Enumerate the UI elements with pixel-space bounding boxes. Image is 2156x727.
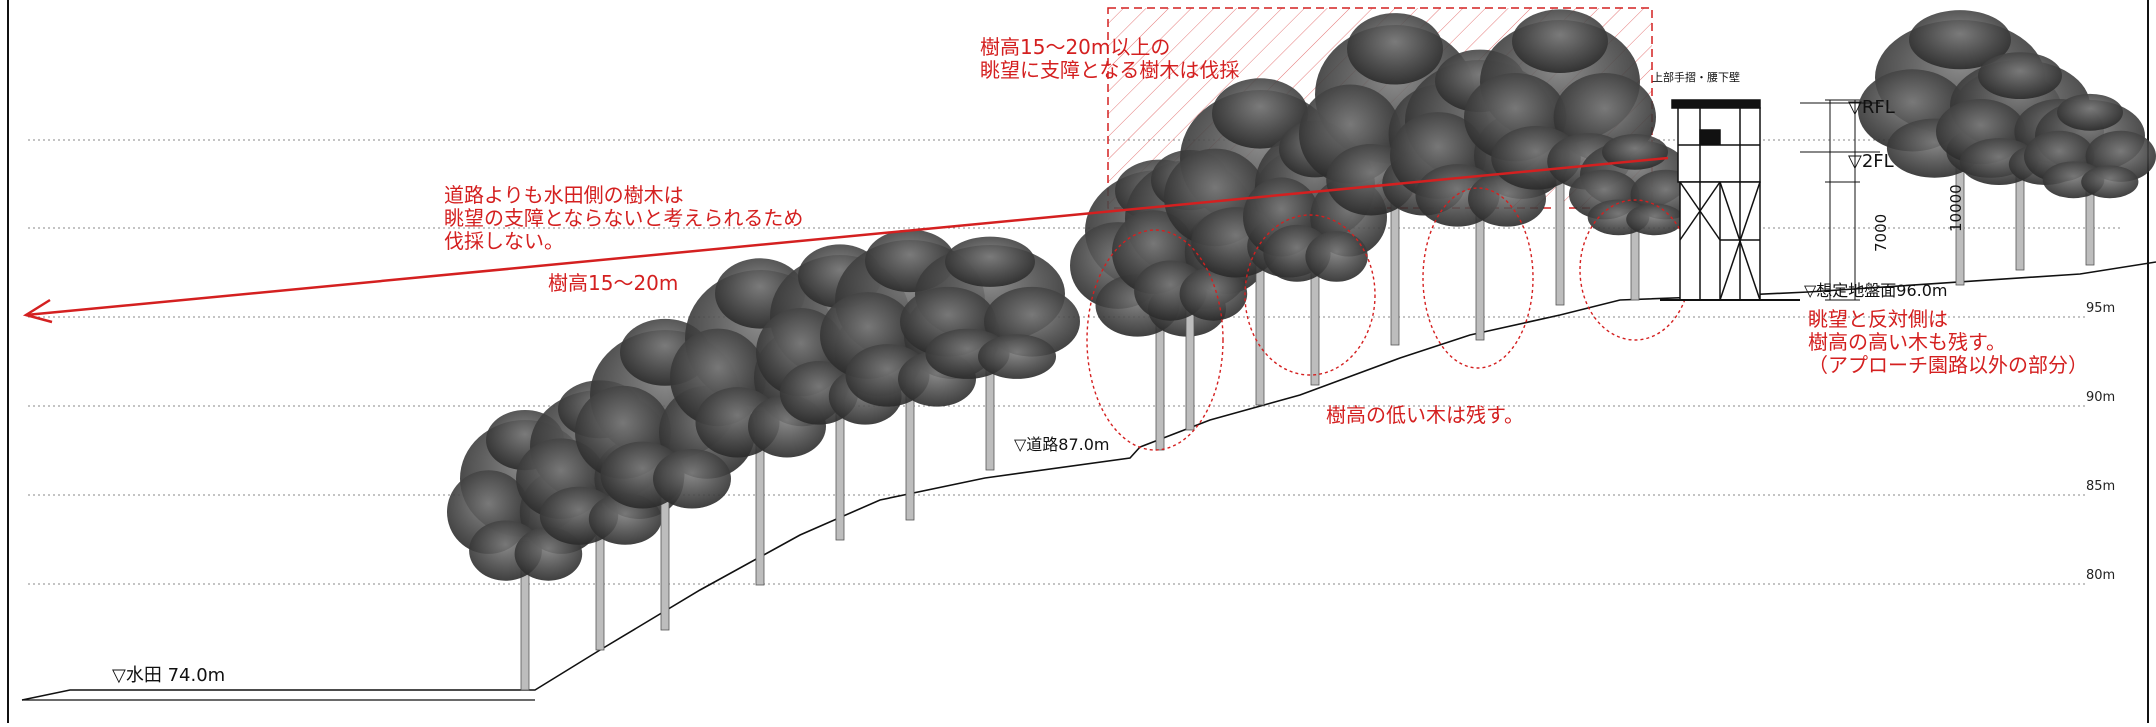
building-roof-slab (1671, 99, 1761, 109)
fl2-level-label: ▽2FL (1848, 151, 1894, 172)
tree (2024, 93, 2156, 266)
elevation-guides (28, 139, 2120, 585)
elevation-label-95: 95m (2086, 301, 2116, 316)
tree (900, 236, 1080, 471)
view-arrow-shaft (25, 156, 1669, 317)
building-window (1699, 129, 1721, 145)
road-level-label: ▽道路87.0m (1014, 435, 1110, 454)
view-arrow (22, 156, 1669, 324)
opposite-side-annotation: 眺望と反対側は 樹高の高い木も残す。 （アプローチ園路以外の部分） (1808, 307, 2088, 377)
retained-tree-markers (1086, 187, 1691, 451)
elevation-label-90: 90m (2086, 390, 2116, 405)
paddy-height-label: 樹高15～20m (548, 271, 679, 295)
rfl-level-label: ▽RFL (1848, 97, 1895, 118)
dimension-total: 10000 (1947, 184, 1965, 232)
ground-level-label: ▽想定地盤面96.0m (1804, 281, 1948, 300)
railing-note: 上部手摺・腰下壁 (1652, 71, 1740, 84)
low-trees-annotation: 樹高の低い木は残す。 (1326, 403, 1524, 427)
elevation-label-85: 85m (2086, 479, 2116, 494)
retained-tree-ring-1 (1086, 229, 1224, 451)
cross-brace-4 (1679, 181, 1721, 241)
paddy-side-annotation: 道路よりも水田側の樹木は 眺望の支障とならないと考えられるため 伐採しない。 (444, 183, 804, 253)
cross-brace-2 (1719, 181, 1761, 301)
dimension-lower: 7000 (1872, 213, 1890, 252)
cut-trees-annotation: 樹高15～20m以上の 眺望に支障となる樹木は伐採 (980, 35, 1240, 82)
retained-tree-ring-2 (1244, 214, 1376, 376)
view-arrow-head (22, 298, 53, 324)
elevation-label-80: 80m (2086, 568, 2116, 583)
retained-tree-ring-3 (1422, 187, 1534, 369)
observation-building (1660, 99, 1880, 301)
paddy-level-label: ▽水田 74.0m (112, 665, 226, 686)
